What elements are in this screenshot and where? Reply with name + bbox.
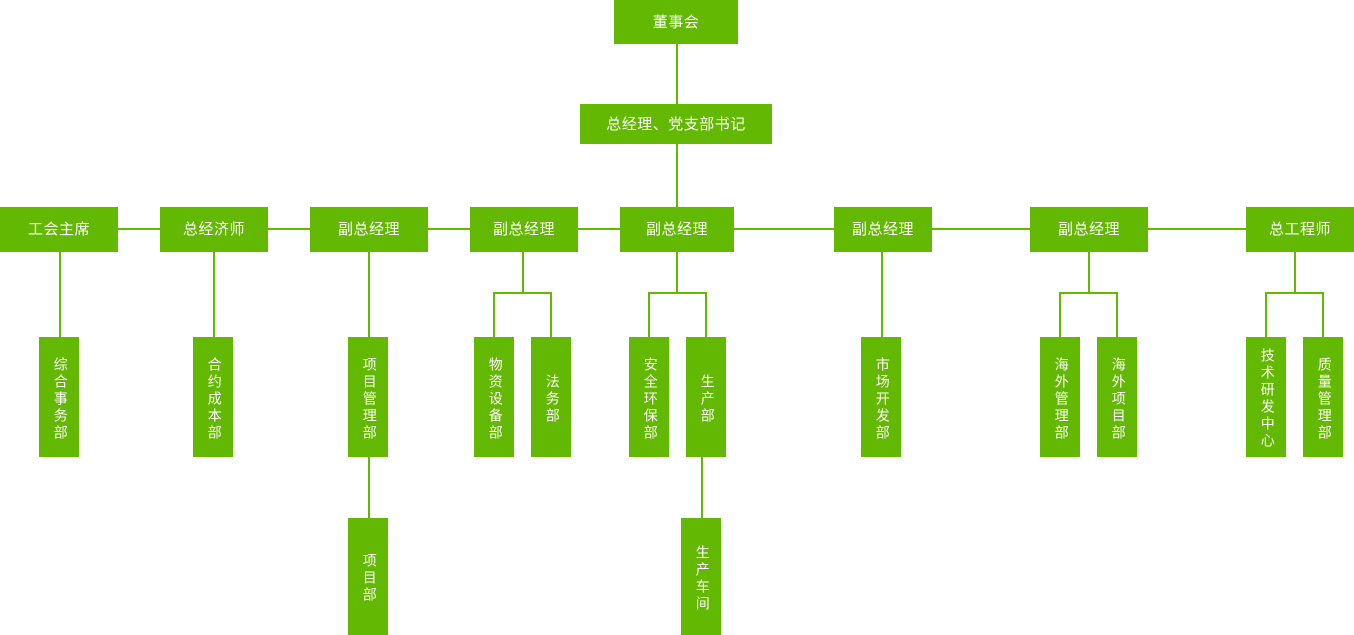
connector-chiefengineer-crossbar	[1265, 292, 1324, 294]
node-legal-dept[interactable]: 法务部	[531, 337, 571, 457]
node-vice-general-manager-1[interactable]: 副总经理	[310, 207, 428, 252]
connector-gm-down	[676, 144, 678, 207]
connector-board-to-gm	[676, 44, 678, 104]
node-vice-general-manager-3[interactable]: 副总经理	[620, 207, 734, 252]
node-production-dept[interactable]: 生产部	[686, 337, 726, 457]
connector-chiefengineer-right	[1322, 292, 1324, 337]
connector-vgm5-crossbar	[1059, 292, 1118, 294]
node-overseas-project-dept[interactable]: 海外项目部	[1097, 337, 1137, 457]
node-general-manager[interactable]: 总经理、党支部书记	[580, 104, 772, 144]
connector-vgm2-right	[550, 292, 552, 337]
connector-bus-3	[428, 228, 470, 230]
connector-vgm5-right	[1116, 292, 1118, 337]
node-vice-general-manager-5[interactable]: 副总经理	[1030, 207, 1148, 252]
connector-chiefengineer-stem	[1294, 252, 1296, 293]
connector-vgm5-stem	[1088, 252, 1090, 293]
connector-vgm5-left	[1059, 292, 1061, 337]
connector-vgm1-down	[368, 252, 370, 337]
node-union-chair[interactable]: 工会主席	[0, 207, 118, 252]
node-general-affairs-dept[interactable]: 综合事务部	[39, 337, 79, 457]
node-chief-economist[interactable]: 总经济师	[160, 207, 268, 252]
connector-bus-7	[1148, 228, 1246, 230]
connector-bus-4	[578, 228, 620, 230]
connector-chiefeconomist-down	[213, 252, 215, 337]
connector-bus-6	[932, 228, 1030, 230]
connector-chiefengineer-left	[1265, 292, 1267, 337]
node-market-development-dept[interactable]: 市场开发部	[861, 337, 901, 457]
node-project-management-dept[interactable]: 项目管理部	[348, 337, 388, 457]
connector-bus-5	[734, 228, 834, 230]
node-contract-cost-dept[interactable]: 合约成本部	[193, 337, 233, 457]
node-production-workshop[interactable]: 生产车间	[681, 518, 721, 635]
node-chief-engineer[interactable]: 总工程师	[1246, 207, 1354, 252]
connector-vgm3-crossbar	[648, 292, 707, 294]
node-quality-management-dept[interactable]: 质量管理部	[1303, 337, 1343, 457]
connector-vgm2-stem	[522, 252, 524, 293]
connector-vgm2-crossbar	[493, 292, 552, 294]
node-vice-general-manager-2[interactable]: 副总经理	[470, 207, 578, 252]
node-overseas-management-dept[interactable]: 海外管理部	[1040, 337, 1080, 457]
node-materials-equipment-dept[interactable]: 物资设备部	[474, 337, 514, 457]
connector-bus-2	[268, 228, 310, 230]
node-project-dept[interactable]: 项目部	[348, 518, 388, 635]
node-vice-general-manager-4[interactable]: 副总经理	[834, 207, 932, 252]
connector-vgm3-left	[648, 292, 650, 337]
connector-bus-1	[118, 228, 160, 230]
connector-vgm2-left	[493, 292, 495, 337]
connector-vgm3-stem	[676, 252, 678, 293]
connector-unionchair-down	[59, 252, 61, 337]
connector-vgm4-down	[881, 252, 883, 337]
connector-projectmgmt-down	[368, 457, 370, 518]
connector-vgm3-right	[705, 292, 707, 337]
node-board[interactable]: 董事会	[614, 0, 738, 44]
node-safety-environment-dept[interactable]: 安全环保部	[629, 337, 669, 457]
connector-production-down	[701, 457, 703, 518]
node-technology-rd-center[interactable]: 技术研发中心	[1246, 337, 1286, 457]
